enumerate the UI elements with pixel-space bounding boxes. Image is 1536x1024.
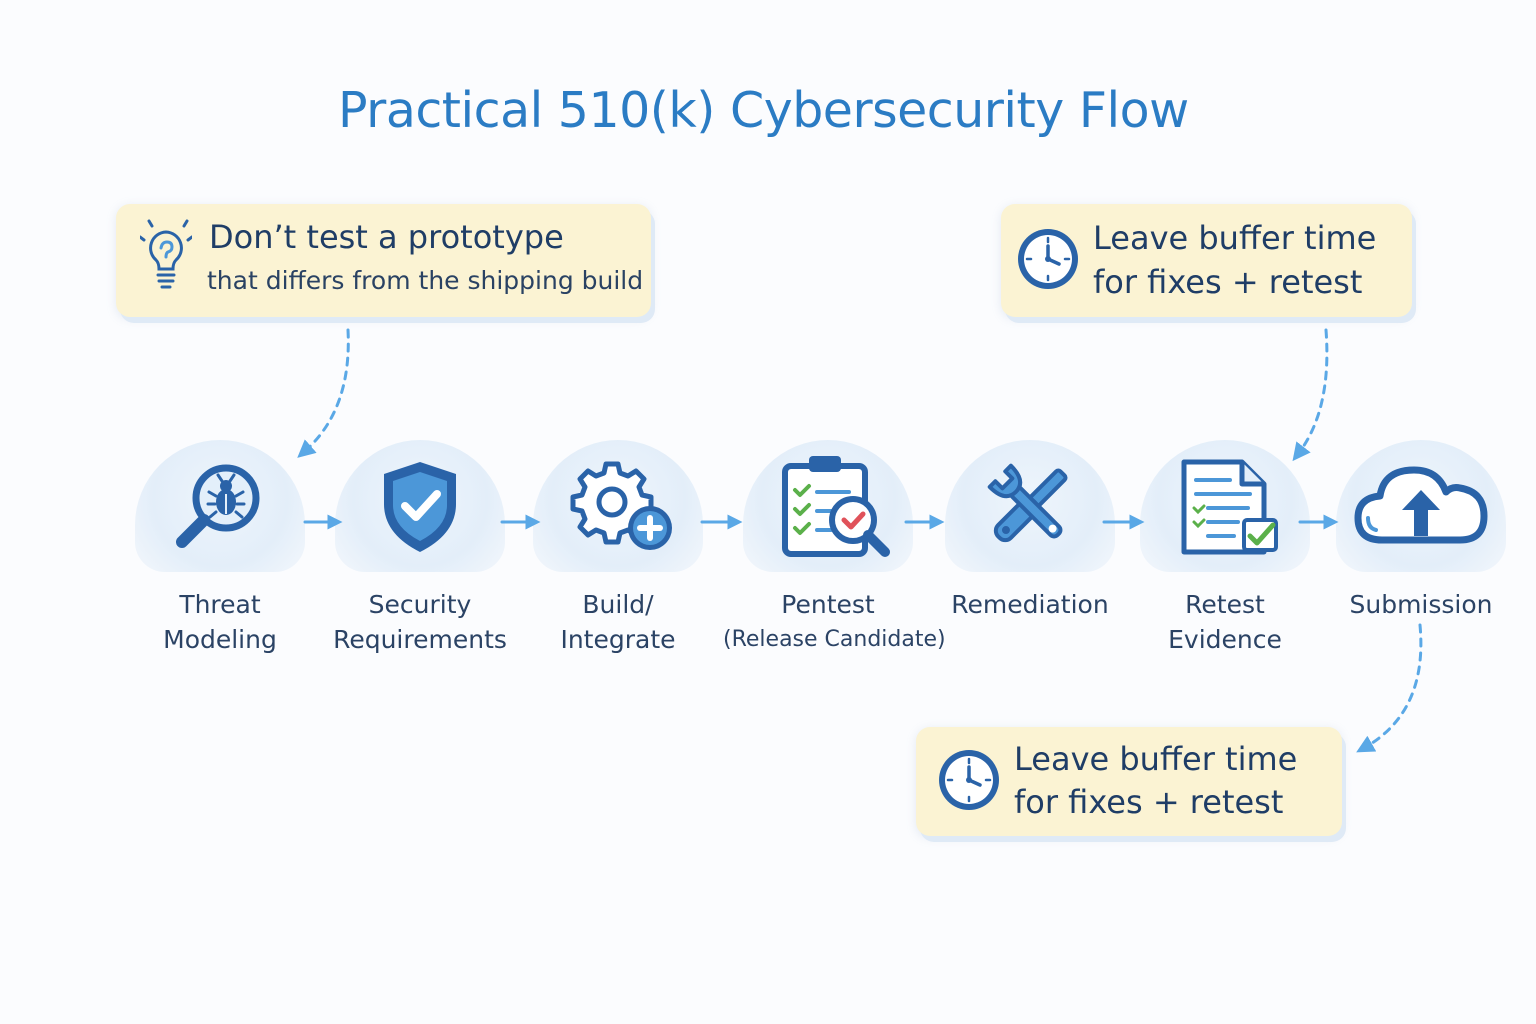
lightbulb-icon	[138, 218, 194, 302]
callout-buffer-time-bottom: Leave buffer time for fixes + retest	[916, 727, 1342, 836]
step-security-requirements: Security Requirements	[315, 440, 525, 657]
step-retest-evidence: Retest Evidence	[1120, 440, 1330, 657]
callout-heading: Leave buffer time	[1014, 740, 1298, 778]
step-submission: Submission	[1316, 440, 1526, 622]
step-bubble	[1140, 440, 1310, 572]
step-label: Remediation	[951, 590, 1109, 619]
dashed-pointer	[297, 328, 350, 458]
callout-subtext: for fixes + retest	[1093, 263, 1363, 301]
step-build-integrate: Build/ Integrate	[513, 440, 723, 657]
document-check-icon	[1181, 459, 1278, 555]
wrench-screwdriver-icon	[987, 463, 1068, 543]
gear-plus-icon	[570, 461, 672, 550]
clock-icon	[936, 747, 1002, 817]
step-bubble	[1336, 440, 1506, 572]
step-bubble	[743, 440, 913, 572]
callout-subtext: for fixes + retest	[1014, 783, 1284, 821]
page-title: Practical 510(k) Cybersecurity Flow	[338, 82, 1189, 139]
callout-buffer-time-top: Leave buffer time for fixes + retest	[1001, 204, 1412, 317]
step-label: Build/ Integrate	[560, 590, 676, 654]
callout-heading: Leave buffer time	[1093, 219, 1377, 257]
dashed-pointer	[1292, 328, 1329, 462]
step-label: Submission	[1349, 590, 1493, 619]
clipboard-magnifier-icon	[782, 456, 890, 557]
callout-prototype-warning: Don’t test a prototype that differs from…	[116, 204, 651, 317]
dashed-pointer	[1356, 623, 1423, 753]
shield-check-icon	[384, 462, 456, 552]
callout-heading: Don’t test a prototype	[209, 218, 564, 256]
clock-icon	[1015, 226, 1081, 296]
step-label: Retest Evidence	[1168, 590, 1282, 654]
step-bubble	[533, 440, 703, 572]
callout-subtext: that differs from the shipping build	[207, 266, 644, 295]
magnifier-bug-icon	[176, 464, 260, 548]
step-bubble	[945, 440, 1115, 572]
step-pentest: Pentest (Release Candidate)	[723, 440, 946, 657]
step-remediation: Remediation	[925, 440, 1135, 622]
step-label: Security Requirements	[333, 590, 507, 654]
cloud-upload-icon	[1354, 466, 1488, 544]
step-bubble	[135, 440, 305, 572]
step-label: Threat Modeling	[163, 590, 277, 654]
step-label: Pentest (Release Candidate)	[723, 590, 946, 652]
step-threat-modeling: Threat Modeling	[115, 440, 325, 657]
step-bubble	[335, 440, 505, 572]
